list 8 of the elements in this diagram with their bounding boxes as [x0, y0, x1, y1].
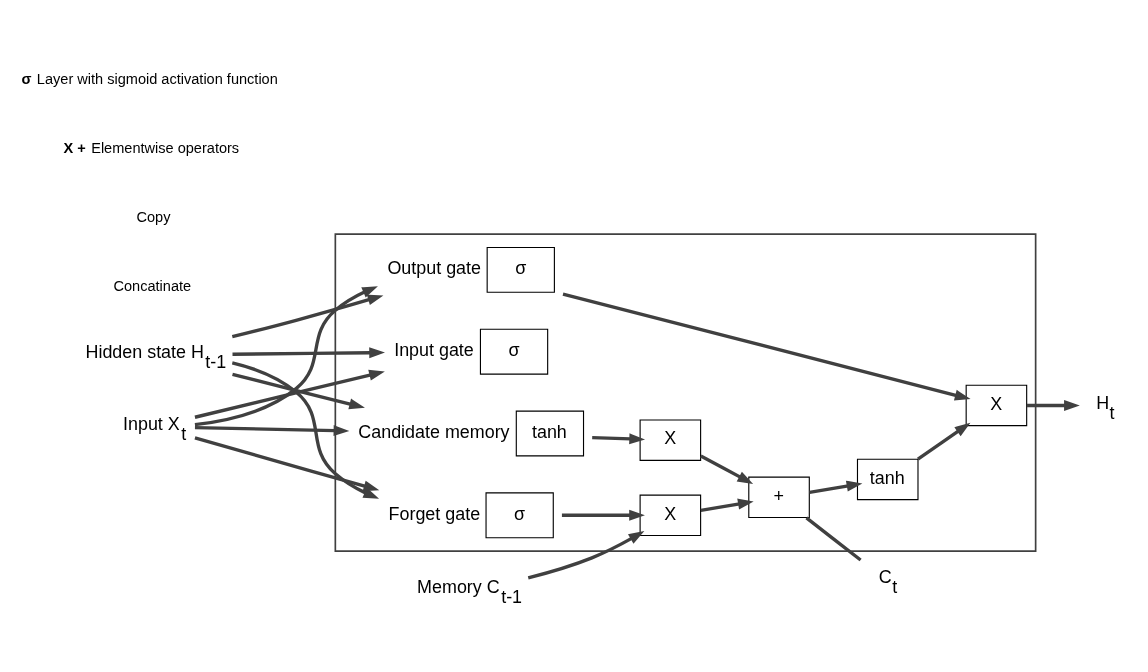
node-label: Input gate [394, 339, 474, 360]
node-label: Candidate memory [358, 421, 510, 442]
node-label: Output gate [387, 258, 482, 279]
node-label: Forget gate [388, 503, 481, 524]
legend-label: Copy [136, 209, 171, 226]
legend-label: X + Elementwise operators [63, 139, 240, 156]
legend-label: Concatinate [113, 277, 192, 294]
legend-label: σ Layer with sigmoid activation function [21, 71, 278, 88]
